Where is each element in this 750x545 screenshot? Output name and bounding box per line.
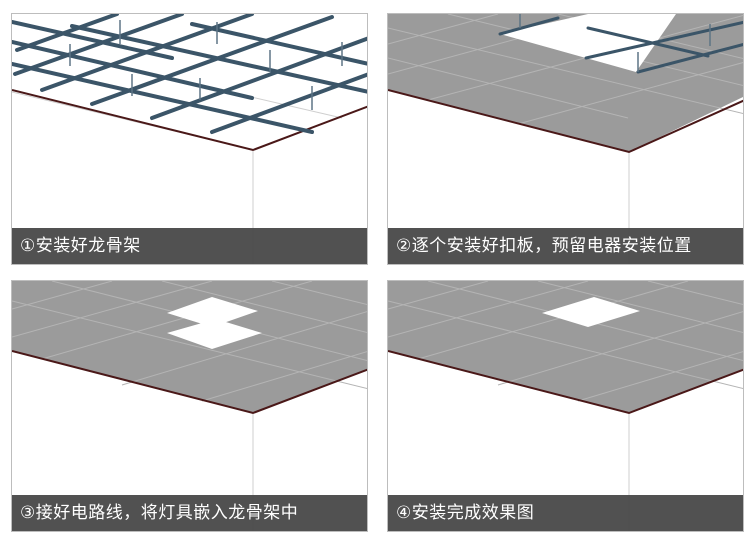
caption-bar: ③接好电路线，将灯具嵌入龙骨架中 xyxy=(12,495,367,531)
step-caption: ①安装好龙骨架 xyxy=(20,236,141,256)
step-caption: ②逐个安装好扣板，预留电器安装位置 xyxy=(396,236,692,256)
keel-frame-illustration xyxy=(12,14,367,264)
caption-bar: ②逐个安装好扣板，预留电器安装位置 xyxy=(388,228,743,264)
step-3-panel: ③接好电路线，将灯具嵌入龙骨架中 xyxy=(11,280,368,532)
caption-bar: ①安装好龙骨架 xyxy=(12,228,367,264)
caption-bar: ④安装完成效果图 xyxy=(388,495,743,531)
step-caption: ④安装完成效果图 xyxy=(396,503,535,523)
step-4-panel: ④安装完成效果图 xyxy=(387,280,744,532)
panel-installation-illustration xyxy=(388,14,743,264)
step-2-panel: ②逐个安装好扣板，预留电器安装位置 xyxy=(387,13,744,265)
light-fixture-illustration xyxy=(12,281,367,531)
step-caption: ③接好电路线，将灯具嵌入龙骨架中 xyxy=(20,503,299,523)
step-1-panel: ①安装好龙骨架 xyxy=(11,13,368,265)
